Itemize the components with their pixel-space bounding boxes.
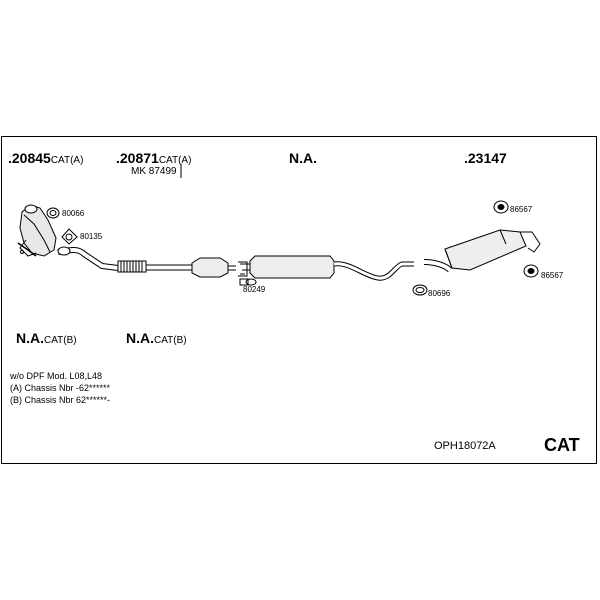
note-line-2: (A) Chassis Nbr -62****** [10, 383, 111, 393]
diagram-type: CAT [544, 435, 580, 455]
gasket-icon [46, 207, 60, 219]
part-label-80135: 80135 [80, 232, 103, 241]
label-part-20845: .20845CAT(A) [8, 151, 83, 167]
part-number: N.A. [16, 330, 44, 346]
clamp-icon [412, 284, 428, 296]
label-part-20871: .20871CAT(A) [116, 151, 191, 167]
part-number: .20871 [116, 150, 159, 166]
diagram-frame [1, 136, 597, 464]
rubber-hanger-icon [523, 264, 539, 278]
label-na-cat-b-2: N.A.CAT(B) [126, 331, 187, 347]
rubber-hanger-icon [493, 200, 509, 214]
clamp-icon [238, 261, 257, 286]
label-na-middle: N.A. [289, 150, 317, 166]
part-label-80249: 80249 [243, 285, 266, 294]
part-label-86567-bottom: 86567 [541, 271, 564, 280]
catalytic-converter-icon [17, 204, 57, 257]
diagram-code: OPH18072A [434, 440, 496, 452]
note-line-3: (B) Chassis Nbr 62******- [10, 395, 111, 405]
note-line-1: w/o DPF Mod. L08,L48 [10, 371, 103, 381]
middle-muffler-icon [242, 255, 335, 279]
part-suffix: CAT(A) [158, 155, 192, 166]
part-number: .20845 [8, 150, 51, 166]
part-label-80696: 80696 [428, 289, 451, 298]
gasket-icon [61, 228, 78, 245]
label-part-23147: .23147 [464, 150, 507, 166]
rear-muffler-icon [423, 229, 541, 273]
part-label-86567-top: 86567 [510, 205, 533, 214]
center-silencer-icon [191, 257, 236, 278]
part-suffix: CAT(B) [154, 335, 187, 346]
part-label-80066: 80066 [62, 209, 85, 218]
label-na-cat-b-1: N.A.CAT(B) [16, 331, 77, 347]
part-suffix: CAT(B) [44, 335, 77, 346]
front-pipe-icon [57, 246, 192, 273]
part-number: N.A. [126, 330, 154, 346]
label-mk-87499: MK 87499 [131, 166, 177, 177]
mid-pipe-icon [333, 261, 414, 281]
part-suffix: CAT(A) [50, 155, 84, 166]
